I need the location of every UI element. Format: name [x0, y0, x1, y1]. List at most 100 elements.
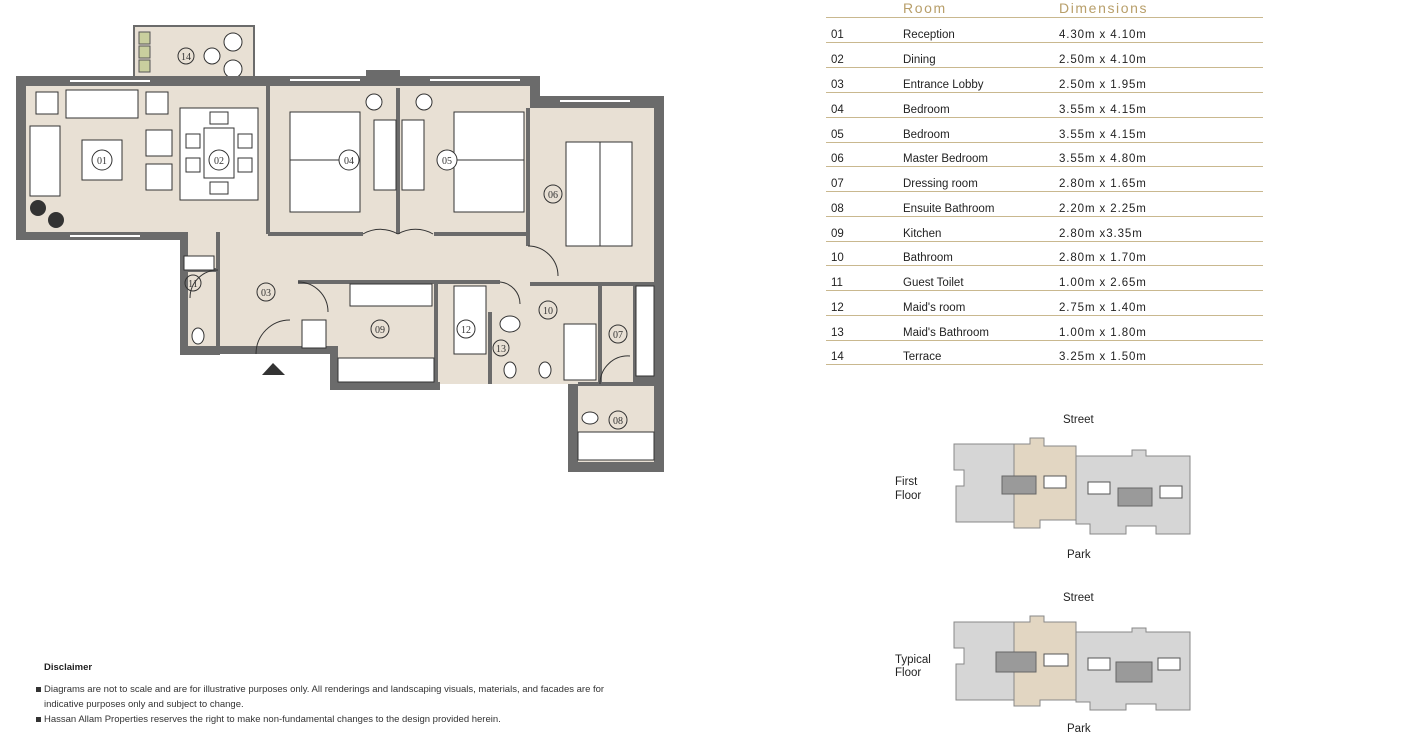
room-dimensions: 2.50m x 4.10m [1059, 54, 1147, 66]
room-label-01: 01 [91, 149, 113, 171]
floor-label-line1: First [895, 476, 918, 488]
terrace-planters [138, 31, 151, 73]
bathtub [577, 431, 655, 461]
park-label: Park [1067, 549, 1091, 561]
disclaimer-item: Hassan Allam Properties reserves the rig… [36, 712, 646, 727]
interior-walls [180, 86, 654, 386]
entrance-arrow-icon [262, 363, 285, 375]
floor-label-line2: Floor [895, 490, 922, 502]
svg-text:13: 13 [496, 344, 506, 355]
disclaimer-text: Diagrams are not to scale and are for il… [44, 684, 605, 710]
plant-icon [48, 212, 64, 228]
room-label-02: 02 [208, 149, 230, 171]
wardrobe [373, 119, 397, 191]
room-label-03: 03 [256, 282, 276, 302]
sofa [29, 125, 61, 197]
room-label-11: 11 [184, 274, 202, 292]
kitchen-counter [337, 357, 435, 383]
svg-text:07: 07 [613, 330, 623, 341]
disclaimer: Disclaimer Diagrams are not to scale and… [36, 662, 646, 727]
window-frames [70, 79, 630, 237]
room-dimensions: 3.55m x 4.80m [1059, 153, 1147, 165]
lift-void [1043, 475, 1067, 489]
terrace-chair [223, 32, 243, 52]
bed [453, 285, 487, 355]
room-name: Bedroom [903, 104, 950, 116]
sink [499, 315, 521, 333]
room-label-12: 12 [456, 319, 476, 339]
dining-chairs [185, 111, 253, 195]
room-name: Entrance Lobby [903, 79, 984, 91]
room-label-10: 10 [538, 300, 558, 320]
room-dimensions: 3.25m x 1.50m [1059, 351, 1147, 363]
svg-text:02: 02 [214, 156, 224, 167]
terrace-chair [223, 59, 243, 79]
room-label-09: 09 [370, 319, 390, 339]
room-label-04: 04 [338, 149, 360, 171]
room-dimensions: 3.55m x 4.15m [1059, 104, 1147, 116]
street-label: Street [1063, 414, 1094, 426]
room-number: 04 [831, 104, 844, 116]
key-plan-first-floor [953, 437, 1191, 535]
room-dimensions: 2.80m x 1.70m [1059, 252, 1147, 264]
lift-void [1087, 481, 1111, 495]
toilet [503, 361, 517, 379]
disclaimer-title: Disclaimer [44, 662, 93, 673]
armchair [145, 129, 173, 157]
room-number: 06 [831, 153, 844, 165]
room-number: 11 [831, 277, 843, 289]
room-name: Bedroom [903, 129, 950, 141]
room-number: 07 [831, 178, 844, 190]
room-dimensions: 3.55m x 4.15m [1059, 129, 1147, 141]
svg-text:04: 04 [344, 156, 354, 167]
side-table [145, 91, 169, 115]
disclaimer-item: Diagrams are not to scale and are for il… [36, 682, 646, 712]
room-label-06: 06 [543, 184, 563, 204]
core [1001, 475, 1037, 495]
room-number: 12 [831, 302, 844, 314]
fridge [301, 319, 327, 349]
room-labels: 01 02 03 04 05 06 07 08 09 10 11 12 13 1… [91, 47, 628, 430]
highlighted-unit [1013, 437, 1077, 529]
room-name: Terrace [903, 351, 942, 363]
room-name: Maid's Bathroom [903, 327, 989, 339]
park-label: Park [1067, 723, 1091, 735]
svg-text:05: 05 [442, 156, 452, 167]
room-number: 10 [831, 252, 844, 264]
room-dimensions: 2.20m x 2.25m [1059, 203, 1147, 215]
svg-text:01: 01 [97, 156, 107, 167]
other-unit [953, 621, 1015, 701]
svg-text:10: 10 [543, 306, 553, 317]
svg-text:06: 06 [548, 190, 558, 201]
bullet-icon [36, 717, 41, 722]
door-swings [189, 228, 631, 385]
toilet [538, 361, 552, 379]
terrace-table [203, 47, 221, 65]
sofa [65, 89, 139, 119]
room-name: Ensuite Bathroom [903, 203, 995, 215]
sink [183, 255, 215, 271]
room-name: Master Bedroom [903, 153, 989, 165]
floor-plan: 01 02 03 04 05 06 07 08 09 10 11 12 13 1… [16, 25, 664, 472]
room-name: Dressing room [903, 178, 978, 190]
header-dimensions: Dimensions [1059, 0, 1149, 16]
lift-void [1157, 657, 1181, 671]
desk-chair [415, 93, 433, 111]
floor-label-line1: Typical [895, 654, 931, 666]
room-label-14: 14 [177, 47, 195, 65]
svg-text:14: 14 [181, 52, 191, 63]
bullet-icon [36, 687, 41, 692]
room-name: Reception [903, 29, 955, 41]
room-label-05: 05 [436, 149, 458, 171]
room-name: Maid's room [903, 302, 966, 314]
room-dimensions: 4.30m x 4.10m [1059, 29, 1147, 41]
